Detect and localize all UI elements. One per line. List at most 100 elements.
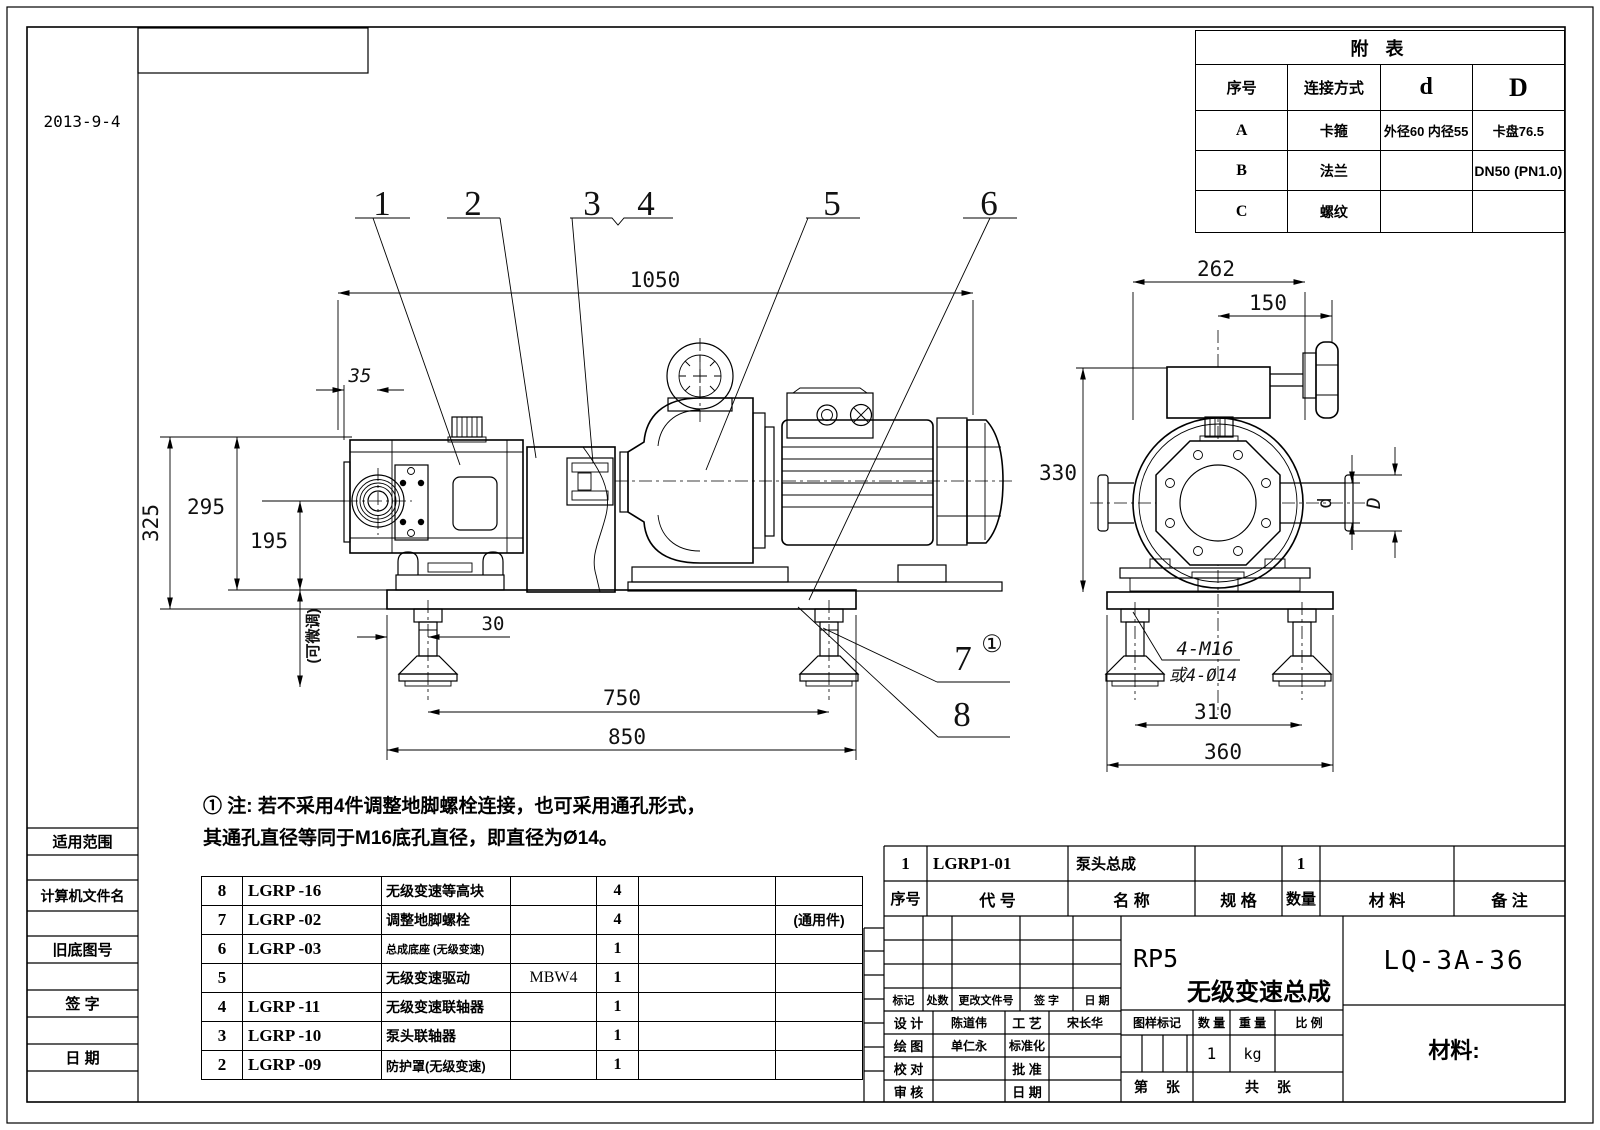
dim-d: d [1314, 497, 1336, 508]
part-code [242, 963, 382, 993]
terminal-box [786, 392, 874, 439]
part-code: LGRP -09 [242, 1050, 382, 1080]
part-spec [510, 1050, 597, 1080]
protective-cover [526, 446, 616, 593]
part-spec [510, 905, 597, 935]
dim-adjustable: (可微调) [304, 609, 322, 664]
balloon-callouts: 1 2 3 4 5 6 7 8 ① [355, 184, 1017, 738]
part-spec [510, 934, 597, 964]
margin-label-computer-file: 计算机文件名 [40, 887, 125, 904]
margin-label-date: 日 期 [65, 1050, 100, 1067]
appendix-header-d: d [1419, 74, 1433, 100]
tb-material-label: 材料: [1428, 1038, 1480, 1063]
appendix-table: 附 表 序号 连接方式 d D A 卡箍 外径60 内径55 卡盘76.5 B … [1194, 30, 1566, 233]
part-qty: 1 [596, 934, 639, 964]
margin-label-old-drawing-no: 旧底图号 [52, 942, 113, 959]
tb-check-label: 校 对 [893, 1062, 924, 1077]
tb-stamp-weight-label: 重 量 [1238, 1016, 1267, 1030]
tb-rev-count: 处数 [926, 994, 949, 1007]
tb-rev-doc-no: 更改文件号 [958, 994, 1014, 1007]
tb-header-seq: 序号 [890, 891, 921, 908]
dim-750: 750 [603, 686, 641, 710]
tb-page-total: 共 张 [1245, 1079, 1291, 1095]
part-name: 调整地脚螺栓 [381, 905, 511, 935]
appendix-row-d [1379, 150, 1473, 191]
part-seq: 5 [201, 963, 243, 993]
balloon-6: 6 [980, 184, 998, 223]
part-material [638, 1021, 776, 1051]
note-line-1: ① 注: 若不采用4件调整地脚螺栓连接，也可采用通孔形式， [203, 795, 706, 817]
tb-audit-label: 审 核 [893, 1084, 924, 1100]
part-seq: 6 [201, 934, 243, 964]
part-name: 无级变速驱动 [381, 963, 511, 993]
appendix-row-no: C [1194, 190, 1289, 233]
sheet-date: 2013-9-4 [43, 111, 121, 131]
part-name: 泵头联轴器 [381, 1021, 511, 1051]
balloon-2: 2 [464, 184, 482, 223]
appendix-header-no: 序号 [1194, 64, 1289, 111]
appendix-header-method: 连接方式 [1287, 64, 1381, 111]
part-name: 无级变速等高块 [381, 876, 511, 906]
end-base [1104, 558, 1334, 687]
margin-label-signature: 签 字 [65, 996, 100, 1013]
part-material [638, 1050, 776, 1080]
note-ref-circle-1: ① [981, 632, 1003, 658]
part-seq: 8 [201, 876, 243, 906]
tb-draw-label: 绘 图 [893, 1039, 924, 1054]
tb-item1-code: LGRP1-01 [933, 853, 1012, 873]
part-name: 无级变速联轴器 [381, 992, 511, 1022]
appendix-row-no: B [1194, 150, 1289, 191]
tb-approve-label: 批 准 [1012, 1062, 1042, 1077]
margin-label-scope: 适用范围 [52, 834, 113, 851]
dim-325: 325 [139, 504, 163, 542]
tb-process-name: 宋长华 [1066, 1016, 1103, 1030]
appendix-header-D: D [1508, 72, 1528, 102]
tb-stamp-weight-unit: kg [1243, 1044, 1262, 1063]
tb-header-code: 代 号 [979, 892, 1016, 910]
appendix-row-no: A [1194, 110, 1289, 151]
part-remark [775, 876, 863, 906]
speed-dial [666, 342, 734, 410]
pump-window [452, 476, 498, 531]
tb-standard-label: 标准化 [1008, 1039, 1045, 1053]
flange-bolts [1165, 450, 1271, 556]
part-remark: (通用件) [775, 905, 863, 935]
part-spec: MBW4 [510, 963, 597, 993]
dim-295: 295 [187, 495, 225, 519]
part-qty: 1 [596, 1021, 639, 1051]
end-dimensions: 262 150 330 d D 4-M16 或4-Ø14 310 360 [1039, 257, 1402, 772]
variable-speed-drive [619, 342, 775, 564]
tb-page-sheet: 第 张 [1134, 1079, 1180, 1095]
tb-drawing-code: RP5 [1133, 943, 1179, 973]
appendix-row-d: 外径60 内径55 [1379, 110, 1473, 151]
end-knob [1199, 416, 1239, 442]
tb-process-label: 工 艺 [1012, 1016, 1042, 1031]
part-remark [775, 992, 863, 1022]
part-code: LGRP -02 [242, 905, 382, 935]
dim-30: 30 [482, 613, 505, 635]
adjustable-foot-left [397, 608, 459, 687]
appendix-row-D [1471, 190, 1566, 233]
part-remark [775, 1021, 863, 1051]
tb-header-spec: 规 格 [1220, 892, 1257, 910]
dim-1050: 1050 [630, 268, 681, 292]
part-material [638, 905, 776, 935]
dim-195: 195 [250, 529, 288, 553]
dim-150: 150 [1249, 291, 1287, 315]
tb-rev-date: 日 期 [1084, 994, 1110, 1007]
tb-draw-name: 单仁永 [950, 1039, 987, 1053]
side-ports [1097, 474, 1354, 532]
part-code: LGRP -10 [242, 1021, 382, 1051]
part-qty: 1 [596, 992, 639, 1022]
motor [627, 387, 1004, 592]
tb-rev-mark: 标记 [892, 994, 915, 1007]
sheet-frame [6, 6, 1594, 1124]
front-flange [1155, 440, 1281, 566]
adjustable-foot-right [798, 608, 860, 687]
part-seq: 7 [201, 905, 243, 935]
dim-4-d14: 或4-Ø14 [1169, 666, 1237, 686]
tb-header-name: 名 称 [1113, 892, 1150, 910]
part-qty: 4 [596, 905, 639, 935]
tb-header-material: 材 料 [1368, 892, 1406, 910]
part-remark [775, 1050, 863, 1080]
